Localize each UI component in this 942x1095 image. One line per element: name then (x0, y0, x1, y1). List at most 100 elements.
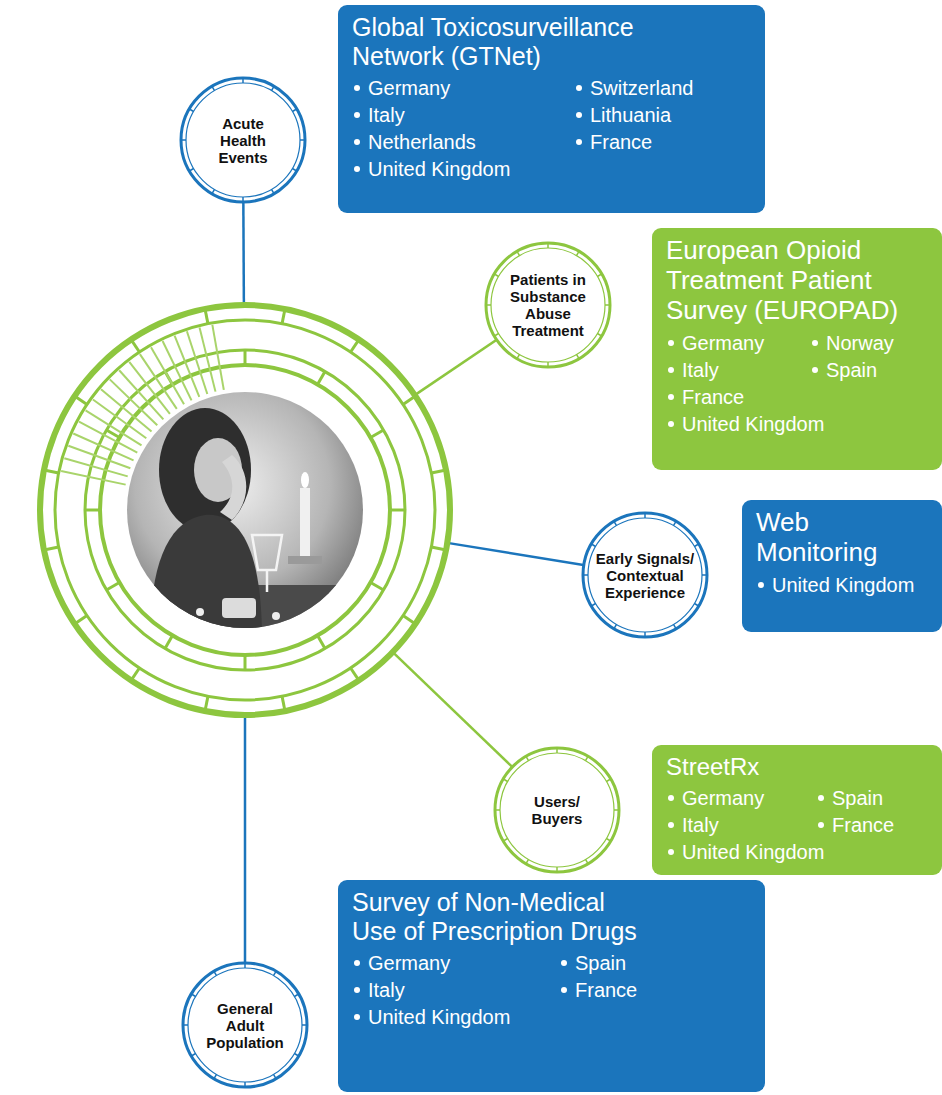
country-list: GermanySpainItalyFranceUnited Kingdom (666, 785, 928, 865)
pill (196, 608, 204, 616)
bullet-dot (812, 340, 818, 346)
ring-tick (44, 547, 59, 550)
circle-label: General Adult Population (203, 1000, 287, 1051)
ring-tick (282, 309, 285, 324)
circle-tick (503, 839, 507, 842)
circle-tick (702, 574, 707, 576)
sweep-line (68, 446, 130, 469)
circle-inner-ring (491, 248, 605, 362)
arm (220, 455, 246, 520)
circle-tick (644, 632, 646, 637)
bullet-dot (758, 582, 764, 588)
circle-tick (191, 994, 195, 997)
ring-tick (75, 396, 87, 404)
circle-tick (181, 139, 186, 141)
circle-inner-ring (186, 83, 300, 197)
country-name: United Kingdom (368, 156, 510, 182)
bullet-dot (668, 394, 674, 400)
wine-glass (252, 535, 282, 570)
circle-tick (674, 521, 677, 525)
target-circle: Acute Health Events (179, 76, 307, 204)
ring-tick (403, 396, 415, 404)
pill (272, 612, 280, 620)
source-box: StreetRxGermanySpainItalyFranceUnited Ki… (652, 745, 942, 875)
bullet-dot (354, 139, 360, 145)
country-item: Norway (810, 330, 928, 356)
country-name: Germany (682, 785, 764, 811)
country-name: Spain (832, 785, 883, 811)
circle-tick (577, 251, 580, 255)
circle-tick (272, 189, 275, 193)
circle-tick (694, 604, 698, 607)
country-name: Netherlands (368, 129, 476, 155)
circle-inner-ring (188, 968, 302, 1082)
circle-label-group: Early Signals/ Contextual Experience (594, 550, 696, 601)
circle-tick (517, 354, 520, 358)
country-item: Lithuania (574, 102, 751, 128)
circle-label-group: Acute Health Events (201, 115, 285, 166)
circle-tick (526, 756, 529, 760)
country-name: United Kingdom (772, 572, 914, 598)
circle-border (486, 243, 610, 367)
circle-tick (644, 513, 646, 518)
box-heading: StreetRx (666, 753, 928, 781)
circle-label: Early Signals/ Contextual Experience (594, 550, 696, 601)
source-box: Web MonitoringUnited Kingdom (742, 500, 942, 632)
country-item: Germany (352, 75, 574, 101)
circle-tick (191, 1054, 195, 1057)
target-ring (55, 320, 435, 700)
circle-tick (294, 1054, 298, 1057)
circle-tick (242, 197, 244, 202)
sweep-line (187, 331, 207, 394)
circle-tick (606, 839, 610, 842)
target-circle: Early Signals/ Contextual Experience (581, 511, 709, 639)
box-content: Global Toxicosurveillance Network (GTNet… (352, 13, 751, 182)
circle-tick (244, 1082, 246, 1087)
circle-tick (586, 859, 589, 863)
circle-tick (300, 139, 305, 141)
circle-label: Patients in Substance Abuse Treatment (505, 271, 591, 339)
circle-tick (517, 251, 520, 255)
circle-border (183, 963, 307, 1087)
country-item: United Kingdom (352, 1004, 751, 1030)
bullet-dot (354, 987, 360, 993)
circle-tick (503, 779, 507, 782)
bullet-dot (668, 421, 674, 427)
country-item: Germany (666, 330, 810, 356)
country-name: Italy (682, 812, 719, 838)
country-name: United Kingdom (368, 1004, 510, 1030)
bullet-dot (818, 822, 824, 828)
country-name: Switzerland (590, 75, 693, 101)
circle-label: Acute Health Events (201, 115, 285, 166)
circle-tick (214, 971, 217, 975)
circle-tick (189, 169, 193, 172)
target-circle: Users/ Buyers (493, 746, 621, 874)
circle-tick (212, 189, 215, 193)
ring-tick (371, 583, 384, 591)
circle-tick (547, 362, 549, 367)
circle-tick (614, 624, 617, 628)
country-item: United Kingdom (666, 839, 928, 865)
circle-tick (526, 859, 529, 863)
bullet-dot (354, 112, 360, 118)
country-item: Italy (666, 357, 810, 383)
circle-tick (674, 624, 677, 628)
circle-tick (556, 748, 558, 753)
country-item: Spain (559, 950, 751, 976)
circle-label-group: Patients in Substance Abuse Treatment (505, 271, 591, 339)
ring-tick (431, 547, 446, 550)
country-item: Italy (352, 102, 574, 128)
ring-tick (244, 655, 247, 670)
bullet-dot (561, 987, 567, 993)
country-list: Germany SwitzerlandItalyLithuaniaNetherla… (352, 75, 751, 182)
bullet-dot (354, 1014, 360, 1020)
ring-tick (390, 509, 405, 512)
circle-tick (302, 1024, 307, 1026)
bullet-dot (354, 85, 360, 91)
sweep-line (175, 336, 200, 397)
country-name: France (590, 129, 652, 155)
circle-tick (547, 243, 549, 248)
country-item: Netherlands (352, 129, 574, 155)
ring-tick (85, 509, 100, 512)
